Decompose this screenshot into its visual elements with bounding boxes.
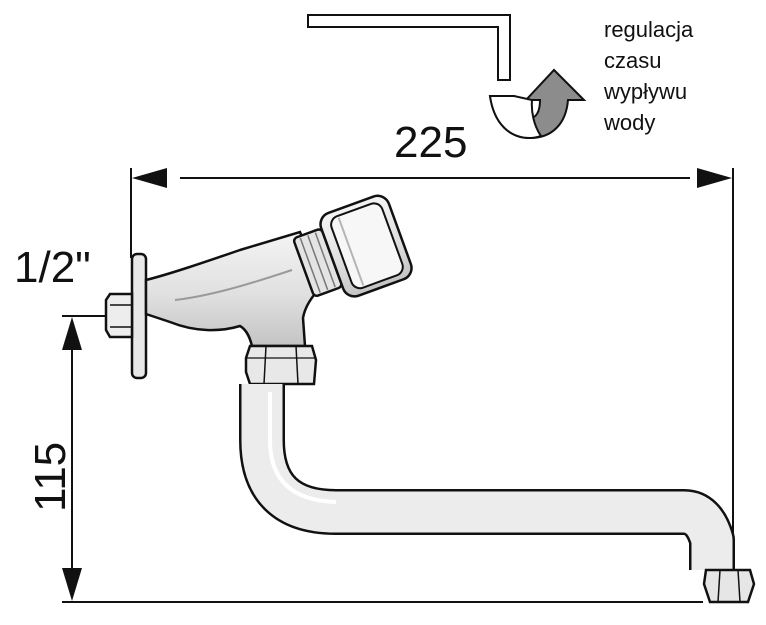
timing-note-line-4: wody — [603, 110, 655, 135]
hex-key-icon — [307, 14, 511, 81]
spout-pipe — [239, 384, 735, 570]
timing-note: regulacja czasu wypływu wody — [603, 17, 694, 135]
width-dimension-label: 225 — [394, 118, 467, 167]
timing-note-line-3: wypływu — [603, 79, 687, 104]
hex-nut — [244, 344, 318, 386]
width-dimension — [130, 168, 734, 602]
spout-outlet — [702, 568, 756, 604]
rotate-arrow-icon — [488, 68, 587, 140]
timing-note-line-1: regulacja — [604, 17, 694, 42]
push-button-head — [292, 194, 413, 298]
valve-body — [144, 230, 324, 348]
thread-connector — [104, 292, 134, 339]
timing-note-line-2: czasu — [604, 48, 661, 73]
height-dimension — [62, 315, 112, 601]
thread-size-label: 1/2" — [14, 243, 91, 292]
wall-flange — [130, 252, 148, 380]
height-dimension-label: 115 — [26, 442, 75, 512]
